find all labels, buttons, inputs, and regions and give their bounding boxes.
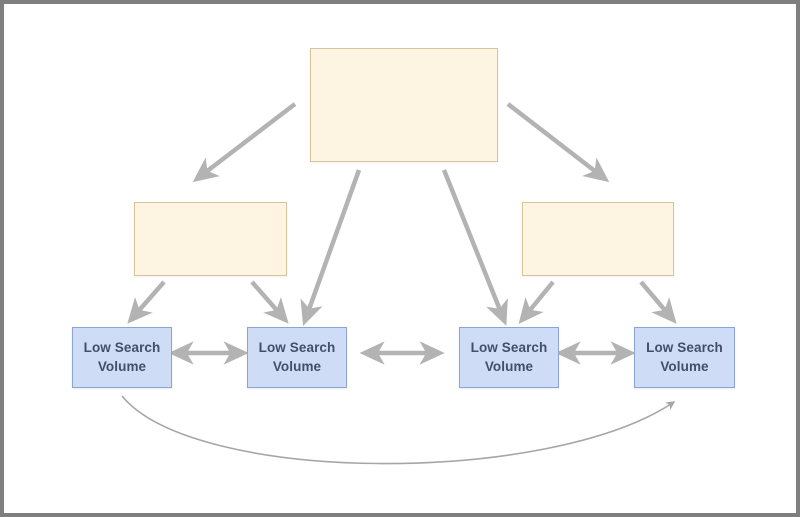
edge-mid-right-to-leaf-4 — [639, 280, 677, 324]
edge-mid-right-to-leaf-3 — [518, 280, 555, 325]
node-mid-left[interactable] — [134, 202, 287, 276]
node-top-root[interactable] — [310, 48, 498, 162]
node-label: Low Search Volume — [646, 340, 723, 374]
edge-mid-left-to-leaf-2 — [250, 280, 289, 324]
node-label: Low Search Volume — [470, 340, 548, 374]
node-leaf-3[interactable]: Low Search Volume — [459, 327, 559, 388]
edge-leaf-1-curve-leaf-4 — [121, 395, 676, 465]
node-label: Low Search Volume — [258, 340, 336, 374]
edge-root-to-leaf-3 — [441, 169, 508, 326]
diagram-canvas: Low Search Volume Low Search Volume Low … — [4, 4, 796, 513]
node-leaf-2[interactable]: Low Search Volume — [247, 327, 347, 388]
edge-root-to-mid-left — [192, 102, 297, 183]
node-label: Low Search Volume — [83, 340, 161, 374]
node-leaf-4[interactable]: Low Search Volume — [634, 327, 735, 388]
node-mid-right[interactable] — [522, 202, 674, 276]
edge-root-to-mid-right — [506, 102, 610, 183]
edge-root-to-leaf-2 — [300, 169, 362, 327]
edge-mid-left-to-leaf-1 — [127, 280, 166, 324]
node-leaf-1[interactable]: Low Search Volume — [72, 327, 172, 388]
